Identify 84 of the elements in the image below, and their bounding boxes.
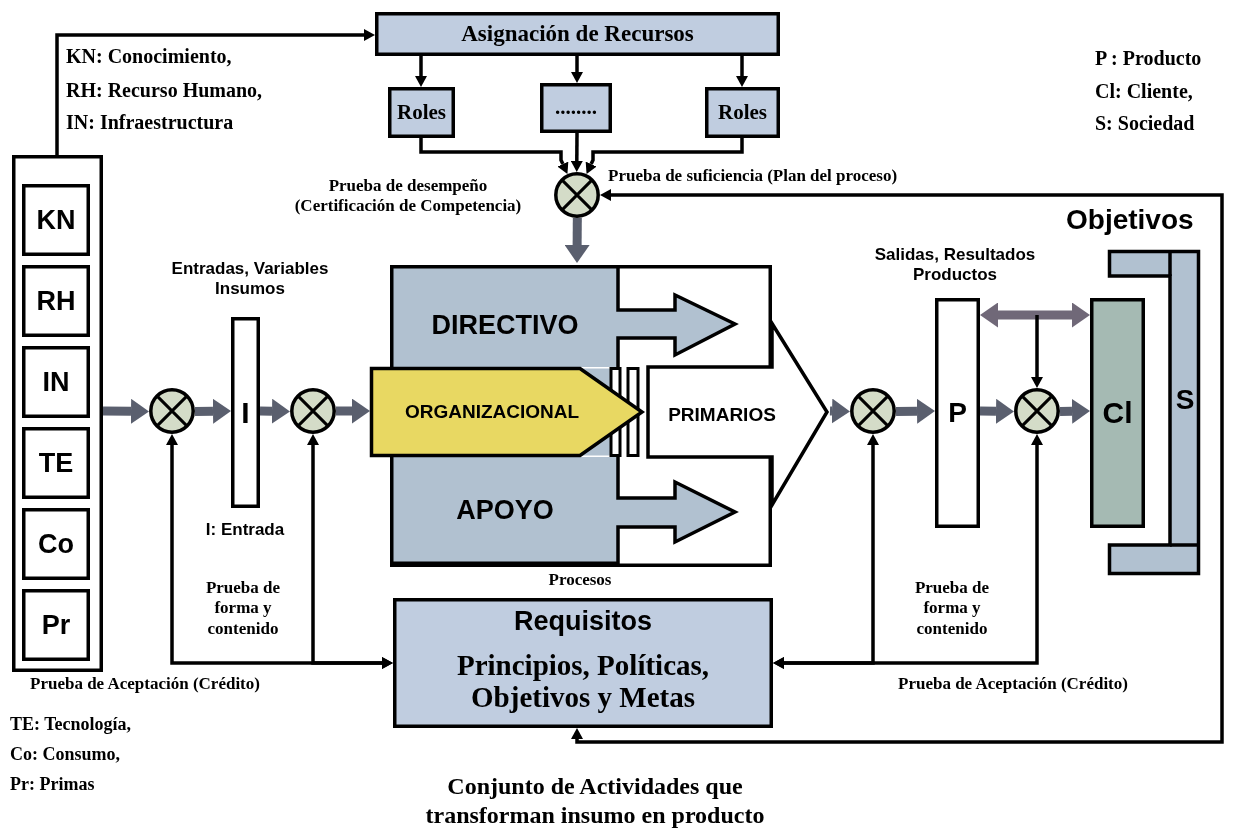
caption-text: Salidas, Resultados Productos [873, 245, 1037, 286]
arrow [1031, 315, 1043, 388]
arrow [570, 133, 583, 172]
box-label: Co [37, 527, 75, 561]
resource-box [375, 12, 780, 56]
input-bar [231, 317, 260, 508]
double-arrow [773, 434, 1043, 669]
annotation-text: Pr: Primas [10, 774, 95, 796]
flow-arrow [895, 398, 935, 424]
box-label: S [1174, 383, 1196, 418]
summing-junction [554, 172, 600, 218]
arrow [419, 138, 569, 175]
annotation-text: Co: Consumo, [10, 744, 120, 766]
box-label: Procesos [547, 569, 613, 592]
double-arrow [307, 434, 393, 669]
component-panel [12, 155, 103, 672]
box-label: KN [35, 203, 77, 237]
flow-arrow [564, 218, 590, 263]
summing-junction [149, 388, 195, 434]
component-box [22, 508, 90, 580]
annotation-text: S: Sociedad [1095, 111, 1195, 135]
box-label: Roles [717, 98, 768, 126]
box-label: Pr [40, 608, 72, 642]
flow-arrow [1059, 398, 1090, 424]
section-heading: Objetivos [1066, 203, 1194, 237]
arrow [415, 56, 427, 87]
arrow [55, 29, 375, 155]
annotation-text: RH: Recurso Humano, [66, 78, 263, 102]
summing-junction [850, 388, 896, 434]
box-label: ORGANIZACIONAL [403, 400, 581, 425]
component-box [22, 427, 90, 499]
annotation-text: Prueba de desempeño (Certificación de Competencia) [293, 176, 523, 217]
box-label: RH [35, 284, 77, 318]
process-arrow-box [390, 265, 740, 367]
arrow [585, 138, 744, 175]
annotation-text: Prueba de Aceptación (Crédito) [898, 674, 1128, 695]
caption-text: Entradas, Variables Insumos [170, 259, 330, 300]
role-box [705, 87, 780, 138]
flow-arrow [102, 398, 149, 424]
component-box [22, 184, 90, 256]
arrow [736, 56, 748, 87]
box-label: Principios, Políticas, Objetivos y Metas [455, 647, 711, 715]
double-arrow [571, 189, 1224, 744]
box-label: IN [41, 365, 71, 399]
box-label: DIRECTIVO [430, 308, 580, 342]
annotation-text: Cl: Cliente, [1095, 79, 1193, 103]
annotation-text: KN: Conocimiento, [66, 44, 232, 68]
product-bar [935, 298, 980, 528]
component-box [22, 346, 90, 418]
annotation-text: IN: Infraestructura [66, 110, 234, 134]
component-box [22, 589, 90, 661]
flow-arrow [829, 398, 850, 424]
box-label: I [240, 394, 251, 431]
annotation-text: Prueba de Aceptación (Crédito) [30, 674, 260, 695]
double-arrow [980, 302, 1090, 328]
caption-text: Conjunto de Actividades que transforman insumo en producto [424, 772, 766, 830]
box-label: Asignación de Recursos [460, 20, 695, 49]
client-bar [1090, 298, 1145, 528]
edge-label: Prueba de suficiencia (Plan del proceso) [608, 166, 898, 187]
arrow [571, 56, 583, 83]
annotation-text: P : Producto [1095, 46, 1202, 70]
annotation-text: TE: Tecnología, [10, 714, 132, 736]
box-label: APOYO [455, 493, 555, 527]
flow-arrow [336, 398, 370, 424]
summing-junction [1014, 388, 1060, 434]
role-box [388, 87, 455, 138]
box-label: TE [37, 446, 75, 480]
process-pentagon [370, 367, 645, 457]
box-heading: Requisitos [513, 604, 653, 638]
box-label: Roles [396, 98, 447, 126]
annotation-text: Prueba de forma y contenido [913, 578, 991, 640]
caption-text: I: Entrada [204, 520, 286, 541]
box-label: ........ [554, 94, 598, 122]
box-label: Cl [1101, 395, 1134, 432]
process-arrow-box [390, 457, 740, 565]
component-box [22, 265, 90, 337]
flow-arrow [979, 398, 1014, 424]
flow-arrow [259, 398, 290, 424]
flow-arrow [194, 398, 231, 424]
requirements-box [393, 598, 773, 728]
summing-junction [290, 388, 336, 434]
box-label: P [947, 396, 968, 431]
annotation-text: Prueba de forma y contenido [204, 578, 282, 640]
role-box [540, 83, 612, 133]
